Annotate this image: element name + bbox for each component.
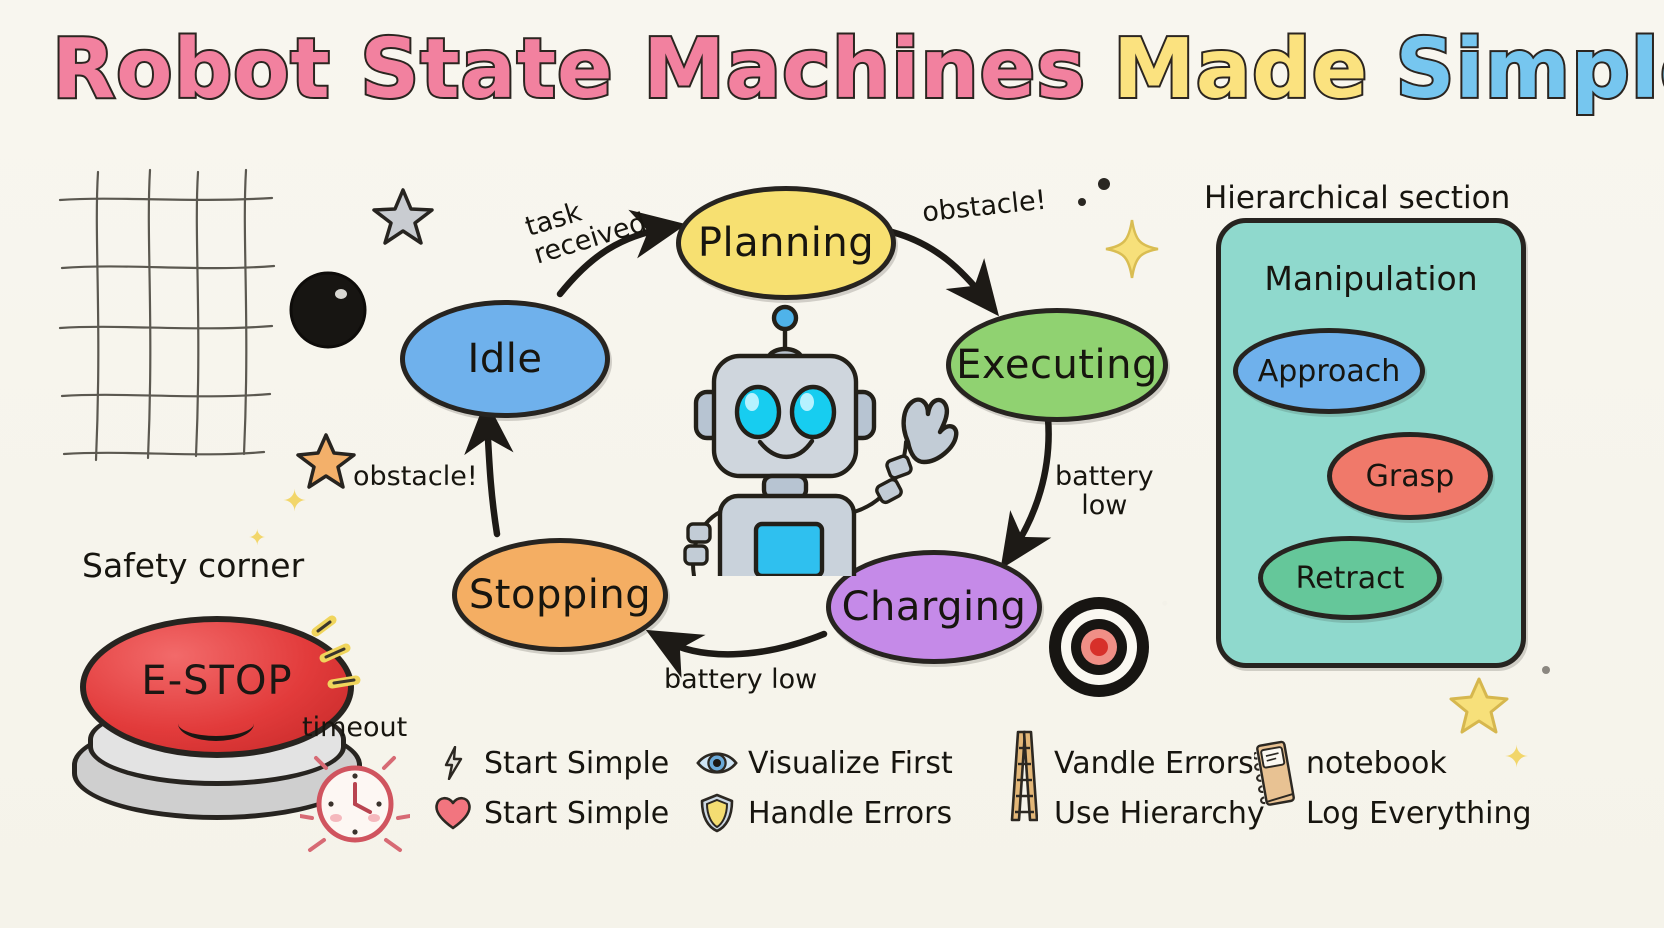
title-part-3: Simple!: [1393, 20, 1664, 119]
star-yellow-icon: [1105, 219, 1159, 279]
legend-item[interactable]: Start Simple: [432, 740, 669, 786]
edge-label-battery-low-line1: battery: [1055, 461, 1154, 492]
legend-item[interactable]: Vandle Errors: [1002, 730, 1265, 822]
sparkle-icon-1: ✦: [282, 484, 308, 519]
state-node-executing[interactable]: Executing: [946, 308, 1168, 422]
legend-item[interactable]: Use Hierarchy: [1002, 790, 1265, 836]
sparkle-icon-2: ✦: [1504, 740, 1530, 775]
hierarchical-section-title: Hierarchical section: [1204, 180, 1511, 216]
ladder-icon: [1002, 794, 1044, 832]
state-label-planning: Planning: [697, 220, 875, 266]
title-part-1: Robot State Machines: [50, 20, 1087, 119]
legend-item-label: Handle Errors: [748, 795, 953, 831]
state-label-stopping: Stopping: [468, 572, 652, 618]
ball-black-icon: [289, 271, 367, 349]
state-node-idle[interactable]: Idle: [400, 300, 610, 418]
notebook-icon: [1254, 740, 1296, 806]
estop-label: E-STOP: [141, 658, 293, 704]
legend-item-label: Start Simple: [484, 745, 670, 781]
legend-column-3: Vandle Errors Use Hierarchy: [1002, 730, 1265, 840]
substate-label-grasp: Grasp: [1365, 458, 1455, 494]
star-orange-icon: [296, 433, 356, 489]
bullseye-target-icon: [1049, 597, 1149, 697]
lightning-icon: [432, 744, 474, 782]
robot-mascot-icon: [683, 304, 959, 576]
edge-label-battery-low-executing-charging: battery low: [1055, 462, 1154, 520]
shield-icon: [696, 793, 738, 833]
ladder-icon: [1002, 730, 1044, 822]
estop-button-top[interactable]: E-STOP: [80, 616, 354, 758]
legend-item[interactable]: Start Simple: [432, 790, 669, 836]
legend-column-4: notebook Log Everything: [1254, 740, 1532, 840]
legend-item-label: Use Hierarchy: [1054, 795, 1265, 831]
state-node-planning[interactable]: Planning: [676, 186, 896, 300]
estop-smile-icon: [178, 706, 254, 741]
edge-label-obstacle-stopping-idle: obstacle!: [353, 461, 478, 492]
dot-decor-icon: [1078, 178, 1110, 206]
edge-label-battery-low-charging-stopping: battery low: [664, 664, 818, 695]
notebook-icon: [1254, 794, 1296, 832]
legend-item-label: Start Simple: [484, 795, 670, 831]
substate-label-approach: Approach: [1257, 353, 1401, 389]
substate-node-grasp[interactable]: Grasp: [1327, 432, 1493, 520]
legend-item-label: notebook: [1306, 745, 1447, 781]
star-gray-icon: [372, 188, 434, 245]
grid-doodle-icon: [58, 168, 276, 462]
legend-item[interactable]: Visualize First: [696, 740, 953, 786]
state-label-idle: Idle: [467, 336, 543, 382]
state-node-charging[interactable]: Charging: [826, 550, 1042, 664]
legend-item[interactable]: Log Everything: [1254, 790, 1532, 836]
alarm-clock-icon: [300, 756, 410, 852]
legend-column-2: Visualize First Handle Errors: [696, 740, 953, 840]
legend: Start Simple Start Simple Visualize F: [432, 730, 1602, 848]
sparkle-icon-3: ✦: [248, 526, 267, 551]
estop-action-lines-icon: [311, 615, 361, 689]
state-label-executing: Executing: [956, 342, 1158, 388]
legend-item-label: Log Everything: [1306, 795, 1532, 831]
timeout-label: timeout: [302, 712, 408, 743]
eye-icon: [696, 744, 738, 782]
legend-item-label: Visualize First: [748, 745, 953, 781]
legend-column-1: Start Simple Start Simple: [432, 740, 669, 840]
star-yellow-br-icon: [1449, 677, 1509, 734]
heart-icon: [432, 794, 474, 832]
legend-item-label: Vandle Errors: [1054, 745, 1254, 781]
edge-label-battery-low-line2: low: [1081, 490, 1128, 522]
title-part-2: Made: [1111, 20, 1369, 119]
page-title: Robot State Machines Made Simple!: [50, 20, 1664, 142]
legend-item[interactable]: Handle Errors: [696, 790, 953, 836]
state-node-stopping[interactable]: Stopping: [452, 538, 668, 652]
substate-node-approach[interactable]: Approach: [1233, 328, 1425, 414]
dot-decor-icon-2: [1542, 666, 1550, 674]
substate-node-retract[interactable]: Retract: [1258, 536, 1442, 620]
substate-label-retract: Retract: [1295, 560, 1405, 596]
state-label-charging: Charging: [841, 584, 1027, 630]
safety-corner-label: Safety corner: [82, 546, 305, 585]
hierarchy-container-label: Manipulation: [1264, 259, 1478, 298]
legend-item[interactable]: notebook: [1254, 740, 1532, 806]
